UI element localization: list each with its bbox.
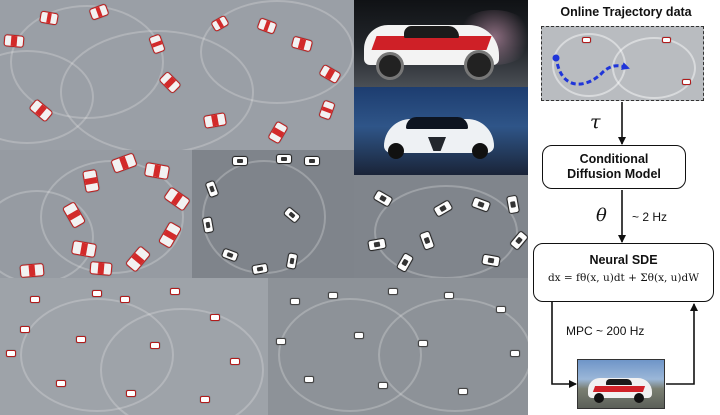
drift-car (89, 261, 113, 276)
skid-mark (202, 160, 326, 274)
neural-sde-title: Neural SDE (589, 253, 658, 267)
diagram-header: Online Trajectory data (560, 5, 692, 19)
neural-sde-box: Neural SDE dx = fθ(x, u)dt + Σθ(x, u)dW (533, 243, 714, 302)
drift-photo-mid-left (0, 150, 192, 278)
skid-mark (200, 0, 354, 104)
diffusion-model-box: Conditional Diffusion Model (542, 145, 686, 189)
lexus-lc-photo (354, 87, 528, 175)
drift-car (76, 336, 86, 343)
drift-car (290, 298, 300, 305)
gr-supra-photo (354, 0, 528, 87)
drift-car (120, 296, 130, 303)
drift-car (30, 296, 40, 303)
drift-photo-bottom-right (268, 278, 528, 415)
car-livery (592, 386, 646, 392)
drift-car (126, 390, 136, 397)
theta-symbol: θ (596, 205, 607, 226)
lexus-windshield (406, 117, 468, 129)
drift-car (388, 288, 398, 295)
skid-mark (100, 308, 264, 415)
drift-car (56, 380, 66, 387)
wheel (634, 393, 644, 403)
drift-car (506, 194, 520, 215)
drift-car (418, 340, 428, 347)
drift-car (92, 290, 102, 297)
arrow-sde-to-car (551, 302, 577, 388)
drift-car (3, 34, 25, 48)
drift-car (458, 388, 468, 395)
lexus-grille (428, 137, 446, 151)
drift-car (354, 332, 364, 339)
drift-car (496, 306, 506, 313)
drift-car (444, 292, 454, 299)
skid-mark (0, 190, 94, 278)
drift-car (276, 338, 286, 345)
wheel (472, 143, 488, 159)
drift-car (200, 396, 210, 403)
drift-photo-bottom-left (0, 278, 268, 415)
neural-sde-equation: dx = fθ(x, u)dt + Σθ(x, u)dW (547, 272, 700, 284)
drift-car (230, 358, 240, 365)
skid-mark (378, 298, 528, 412)
wheel (594, 393, 604, 403)
drift-photo-mid-right (354, 175, 528, 278)
drift-car (19, 262, 45, 278)
wheel (464, 50, 494, 80)
wheel (376, 52, 404, 80)
drift-car (6, 350, 16, 357)
drift-car (328, 292, 338, 299)
controlled-car-photo (577, 359, 665, 409)
trajectory-data-thumbnail (541, 26, 704, 101)
diffusion-line-1: Conditional (579, 152, 649, 166)
drift-car (378, 382, 388, 389)
drift-car (304, 376, 314, 383)
drift-car (150, 342, 160, 349)
mpc-rate-label: MPC ~ 200 Hz (566, 324, 645, 338)
skid-mark (612, 37, 696, 99)
drift-photo-mid-center (192, 150, 354, 278)
drift-car (267, 120, 289, 145)
car-window (606, 379, 632, 385)
tau-symbol: τ (590, 111, 601, 133)
drift-car (682, 79, 691, 85)
diffusion-line-2: Diffusion Model (567, 167, 661, 181)
drift-car (20, 326, 30, 333)
race-car-livery (371, 36, 492, 50)
wheel (388, 143, 404, 159)
drift-car (210, 314, 220, 321)
drift-car (510, 350, 520, 357)
drift-car (232, 156, 248, 166)
drift-car (662, 37, 671, 43)
drift-photo-top (0, 0, 354, 150)
drift-car (285, 252, 299, 270)
diffusion-model-label: Conditional Diffusion Model (543, 152, 685, 182)
drift-car (582, 37, 591, 43)
drift-car (170, 288, 180, 295)
race-car-window (404, 26, 459, 38)
arrow-car-to-sde (666, 303, 698, 385)
skid-mark (374, 185, 518, 278)
drift-car (318, 99, 336, 121)
drift-car (276, 154, 292, 164)
drift-car (304, 156, 320, 166)
update-rate-label: ~ 2 Hz (632, 210, 668, 224)
